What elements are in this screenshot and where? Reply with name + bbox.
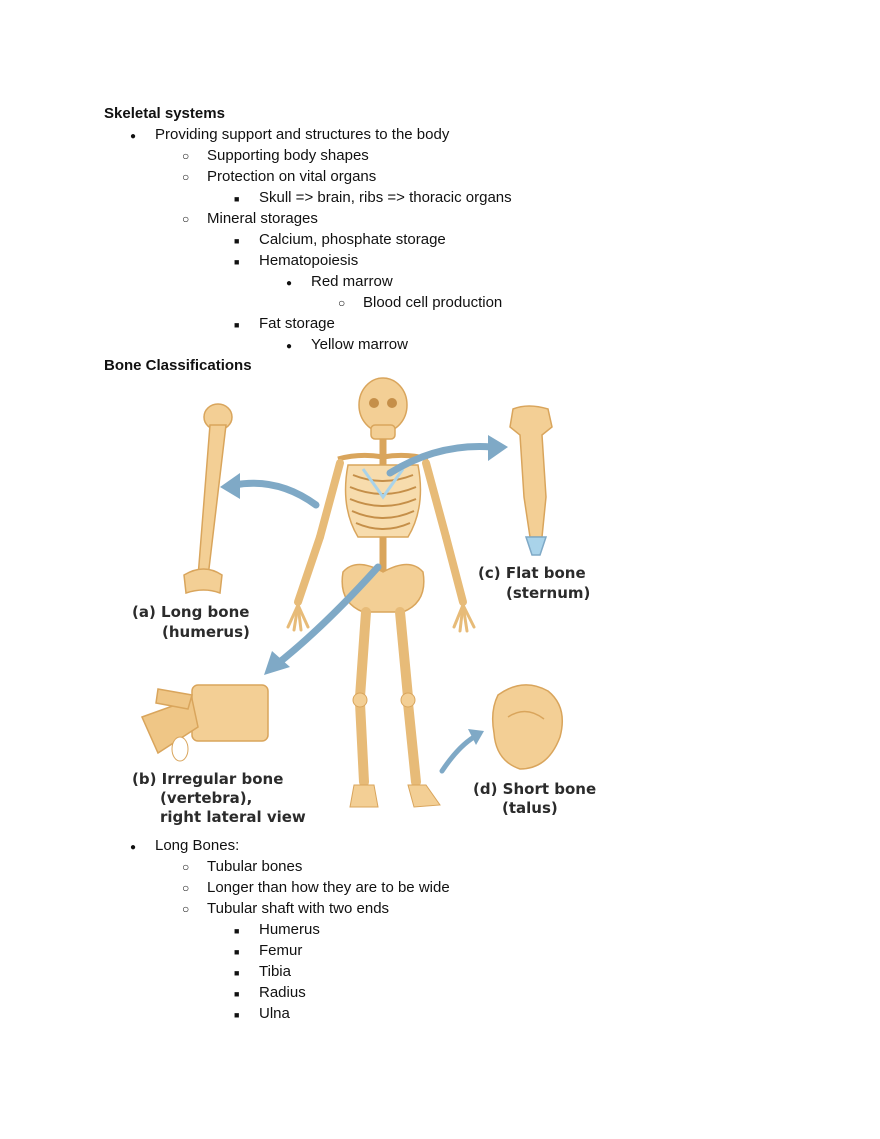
bullet-square bbox=[234, 961, 239, 984]
skeleton-illustration bbox=[286, 377, 476, 808]
label-vertebra: (vertebra), bbox=[160, 789, 252, 807]
list-item: Tubular shaft with two ends bbox=[207, 900, 390, 917]
list-item: Calcium, phosphate storage bbox=[259, 231, 446, 248]
label-flat-bone: (c) Flat bone bbox=[478, 564, 586, 582]
list-item: Tibia bbox=[259, 963, 291, 980]
list-item: Providing support and structures to the … bbox=[155, 126, 450, 143]
bullet-circle bbox=[182, 208, 189, 230]
bullet-circle bbox=[182, 856, 189, 878]
list-item: Radius bbox=[259, 984, 306, 1001]
list-item: Protection on vital organs bbox=[207, 168, 377, 185]
list-item: Humerus bbox=[259, 921, 320, 938]
list-item: Fat storage bbox=[259, 315, 335, 332]
bullet-square bbox=[234, 250, 239, 273]
bullet-disc bbox=[286, 271, 292, 294]
bullet-square bbox=[234, 229, 239, 252]
bullet-square bbox=[234, 313, 239, 336]
vertebra-bone-illustration bbox=[140, 684, 269, 762]
list-item: Hematopoiesis bbox=[259, 252, 359, 269]
sternum-bone-illustration bbox=[509, 405, 553, 556]
bullet-circle bbox=[338, 292, 345, 314]
bullet-square bbox=[234, 1003, 239, 1026]
label-short-bone: (d) Short bone bbox=[473, 780, 596, 798]
label-sternum: (sternum) bbox=[506, 584, 590, 602]
list-item: Ulna bbox=[259, 1005, 290, 1022]
bullet-square bbox=[234, 982, 239, 1005]
humerus-bone-illustration bbox=[183, 403, 233, 595]
list-item: Skull => brain, ribs => thoracic organs bbox=[259, 189, 512, 206]
talus-bone-illustration bbox=[491, 684, 563, 770]
list-item: Femur bbox=[259, 942, 303, 959]
list-item: Tubular bones bbox=[207, 858, 303, 875]
section-heading-bone-classifications: Bone Classifications bbox=[104, 357, 252, 374]
bone-classification-figure: (a) Long bone (humerus) (c) Flat bone (s… bbox=[132, 377, 596, 826]
label-long-bone: (a) Long bone bbox=[132, 603, 249, 621]
list-item: Blood cell production bbox=[363, 294, 503, 311]
bullet-circle bbox=[182, 877, 189, 899]
list-item: Long Bones: bbox=[155, 837, 240, 854]
bullet-square bbox=[234, 187, 239, 210]
list-item: Supporting body shapes bbox=[207, 147, 369, 164]
list-item: Red marrow bbox=[311, 273, 393, 290]
label-talus: (talus) bbox=[502, 799, 558, 817]
bullet-circle bbox=[182, 166, 189, 188]
bullet-square bbox=[234, 940, 239, 963]
bullet-disc bbox=[130, 124, 136, 147]
section-heading-skeletal-systems: Skeletal systems bbox=[104, 105, 225, 122]
bullet-circle bbox=[182, 145, 189, 167]
list-item: Longer than how they are to be wide bbox=[207, 879, 450, 896]
bullet-disc bbox=[286, 334, 292, 357]
label-humerus: (humerus) bbox=[162, 623, 250, 641]
bullet-circle bbox=[182, 898, 189, 920]
bullet-square bbox=[234, 919, 239, 942]
list-item: Yellow marrow bbox=[311, 336, 408, 353]
label-right-lateral-view: right lateral view bbox=[160, 808, 306, 826]
pointer-arrows bbox=[220, 435, 508, 774]
bullet-disc bbox=[130, 835, 136, 858]
list-item: Mineral storages bbox=[207, 210, 318, 227]
label-irregular-bone: (b) Irregular bone bbox=[132, 770, 283, 788]
